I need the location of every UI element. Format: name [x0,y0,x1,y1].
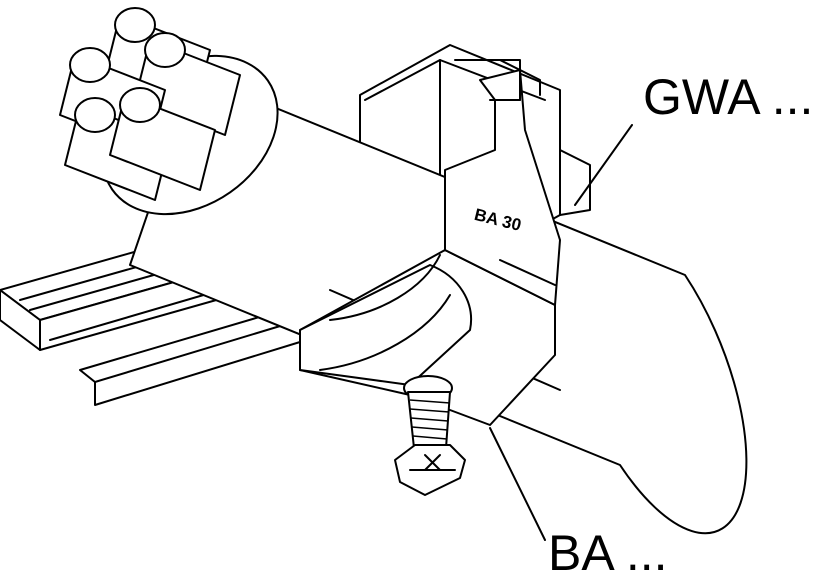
clamp-leader-line [489,427,546,541]
rail-leader-line [574,124,633,206]
rail-callout-label: GWA ... [643,69,814,125]
clamp-callout-label: BA ... [548,525,668,581]
cable-bundle [59,7,241,201]
clamp-body [299,59,561,426]
clamp-screw [394,375,466,496]
